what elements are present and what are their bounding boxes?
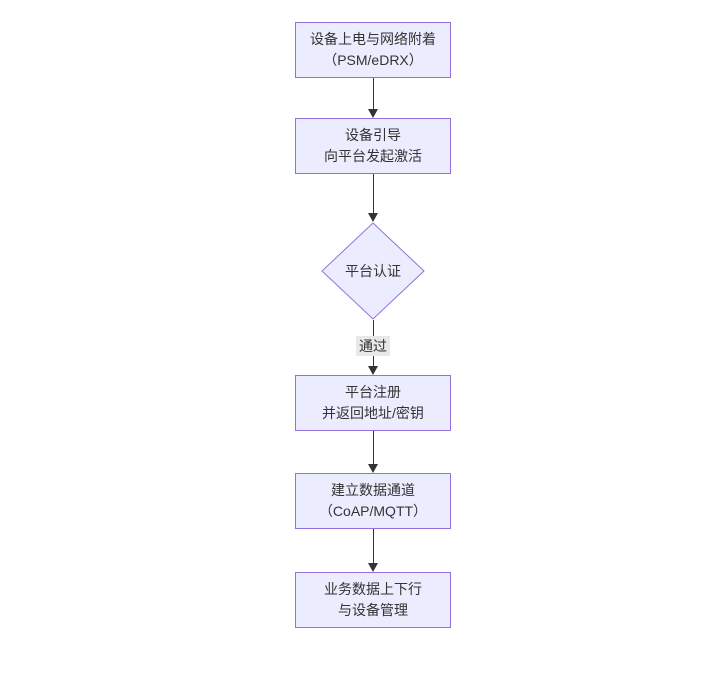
node-business-line-1: 业务数据上下行 — [324, 581, 422, 597]
node-business-line-2: 与设备管理 — [338, 602, 408, 618]
edge-line — [372, 431, 374, 464]
edge-line — [372, 174, 374, 213]
flowchart-column: 设备上电与网络附着 （PSM/eDRX） 设备引导 向平台发起激活 平台认证 — [295, 22, 451, 628]
node-channel: 建立数据通道 （CoAP/MQTT） — [295, 473, 451, 529]
node-channel-line-1: 建立数据通道 — [331, 482, 415, 498]
edge-line — [372, 320, 374, 336]
node-auth-decision: 平台认证 — [321, 222, 425, 320]
edge-line — [372, 356, 374, 366]
edge-bootstrap-to-auth — [368, 174, 378, 222]
node-channel-line-2: （CoAP/MQTT） — [318, 503, 428, 519]
arrowhead-down-icon — [368, 366, 378, 375]
node-bootstrap-line-2: 向平台发起激活 — [324, 148, 422, 164]
diamond-shape — [321, 222, 425, 320]
arrowhead-down-icon — [368, 464, 378, 473]
edge-label-pass: 通过 — [356, 336, 390, 356]
edge-auth-to-register: 通过 — [356, 320, 390, 375]
edge-channel-to-business — [368, 529, 378, 572]
node-power-attach: 设备上电与网络附着 （PSM/eDRX） — [295, 22, 451, 78]
arrowhead-down-icon — [368, 109, 378, 118]
edge-line — [372, 529, 374, 563]
arrowhead-down-icon — [368, 213, 378, 222]
arrowhead-down-icon — [368, 563, 378, 572]
edge-power-to-bootstrap — [368, 78, 378, 118]
node-auth-label: 平台认证 — [345, 263, 401, 279]
node-business: 业务数据上下行 与设备管理 — [295, 572, 451, 628]
node-power-attach-line-1: 设备上电与网络附着 — [310, 31, 436, 47]
edge-line — [372, 78, 374, 109]
node-register-line-1: 平台注册 — [345, 384, 401, 400]
node-register: 平台注册 并返回地址/密钥 — [295, 375, 451, 431]
node-bootstrap-line-1: 设备引导 — [345, 127, 401, 143]
node-power-attach-line-2: （PSM/eDRX） — [323, 52, 423, 68]
node-register-line-2: 并返回地址/密钥 — [322, 405, 424, 421]
edge-register-to-channel — [368, 431, 378, 473]
node-bootstrap: 设备引导 向平台发起激活 — [295, 118, 451, 174]
